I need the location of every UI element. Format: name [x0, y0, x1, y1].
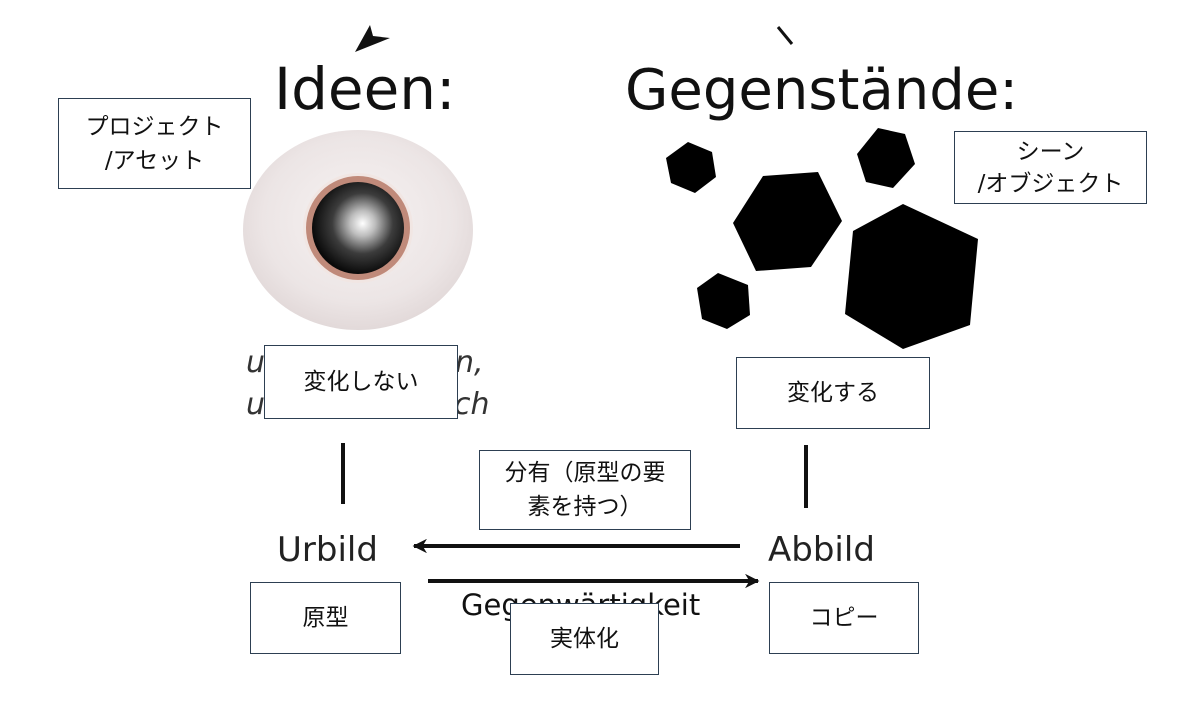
label-urbild: Urbild — [277, 530, 378, 570]
note-participation-line1: 分有（原型の要 — [504, 460, 666, 486]
note-scene-object-line2: /オブジェクト — [977, 170, 1124, 197]
note-unchanging: 変化しない — [264, 345, 458, 419]
partial-text-left-1-end: n, — [455, 345, 484, 380]
partial-text-left-1: u — [246, 345, 266, 380]
note-copy-line1: コピー — [809, 605, 879, 631]
partial-text-left-2-end: ch — [454, 387, 490, 422]
note-project-asset-line2: /アセット — [104, 147, 205, 174]
note-unchanging-line1: 変化しない — [303, 369, 419, 395]
note-archetype-line1: 原型 — [302, 605, 349, 631]
note-project-asset: プロジェクト /アセット — [58, 98, 251, 189]
hexagon-cluster — [666, 128, 978, 349]
heading-ideas: Ideen: — [274, 55, 456, 123]
note-copy: コピー — [769, 582, 919, 654]
note-scene-object: シーン /オブジェクト — [954, 131, 1147, 204]
note-participation-line2: 素を持つ） — [527, 494, 643, 520]
top-arrow-head-left — [355, 25, 390, 52]
note-changing-line1: 変化する — [787, 380, 879, 406]
note-materialize-line1: 実体化 — [550, 626, 619, 652]
partial-text-left-2: u — [246, 387, 266, 422]
note-participation: 分有（原型の要 素を持つ） — [479, 450, 691, 530]
note-archetype: 原型 — [250, 582, 401, 654]
heading-objects: Gegenstände: — [625, 58, 1019, 123]
top-arrow-tick-right — [776, 26, 794, 45]
note-scene-object-line1: シーン — [1016, 138, 1085, 165]
label-abbild: Abbild — [768, 530, 875, 570]
note-materialize: 実体化 — [510, 603, 659, 675]
note-changing: 変化する — [736, 357, 930, 429]
note-project-asset-line1: プロジェクト — [85, 113, 224, 140]
eye-illustration — [243, 130, 473, 330]
